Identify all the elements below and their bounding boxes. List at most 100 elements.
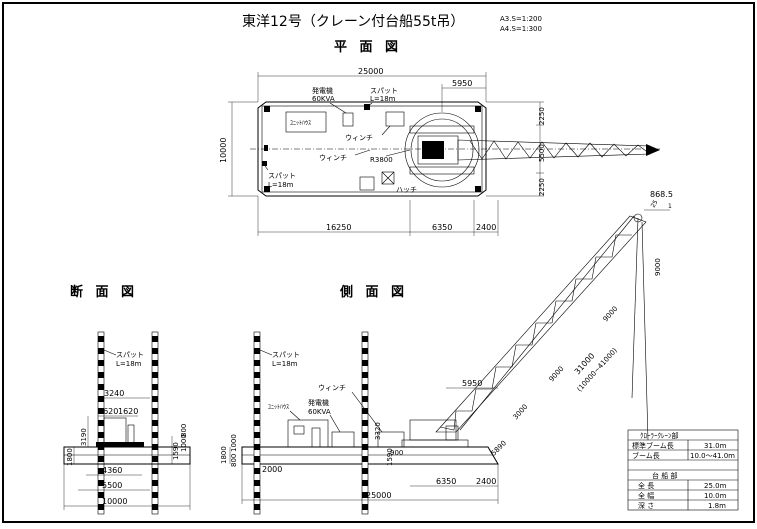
plan-dim-5500: 5500: [538, 144, 546, 162]
plan-hatch: [381, 171, 395, 185]
plan-winch-1-label: ウィンチ: [345, 134, 373, 142]
section-dim-1000: 1000: [180, 434, 188, 452]
side-dim-25000: 25000: [366, 491, 391, 500]
scale-a4: A4.S=1:300: [500, 25, 542, 33]
tip-dim-25: 25: [650, 199, 660, 209]
side-spud-left: [253, 331, 261, 515]
plan-crawler-track: [409, 125, 475, 134]
boom-dim-3000: 3000: [512, 403, 530, 422]
section-dim-3240: 3240: [104, 389, 124, 398]
side-spud-label-1: スパット: [272, 351, 300, 359]
side-dim-5890: 5890: [490, 439, 508, 457]
side-dim-5950: 5950: [462, 379, 482, 388]
plan-bitt: [475, 186, 481, 192]
spec-boom-len-value: 10.0～41.0m: [690, 452, 735, 460]
plan-hatch-label: ハッチ: [396, 186, 417, 194]
plan-dim-2250a: 2250: [538, 107, 546, 125]
plan-dim-overall: 25000: [358, 67, 383, 76]
side-unit-house: [287, 419, 329, 448]
plan-winch-3: [359, 176, 375, 191]
side-winch: [377, 431, 405, 448]
side-view: 側 面 図 スパット L=18m ﾕﾆｯﾄﾊｳｽ 発電機 60KVA ウィンチ: [220, 190, 673, 515]
plan-spud-left: [262, 161, 267, 166]
section-crane-body: [103, 417, 127, 445]
spec-barge-header: 台 船 部: [652, 471, 677, 480]
plan-dim-5950: 5950: [452, 79, 472, 88]
plan-generator: [342, 112, 354, 127]
plan-bitt: [264, 186, 270, 192]
side-dim-800: 800: [230, 454, 238, 467]
plan-crane-house: [422, 141, 444, 159]
plan-dim-width: 10000: [219, 138, 228, 163]
section-spud-right: [151, 331, 159, 515]
plan-generator-label-2: 60KVA: [312, 95, 335, 103]
side-dim-6350: 6350: [436, 477, 456, 486]
side-generator-label-1: 発電機: [308, 398, 329, 407]
boom-dim-9000b: 9000: [602, 305, 620, 324]
section-view: 断 面 図 スパット L=18m 3240 1620 1620 3190 180…: [63, 284, 191, 515]
plan-turning-circle: [404, 112, 480, 188]
tip-dim-1: 1: [668, 203, 672, 210]
side-dim-1800: 1800: [220, 446, 228, 464]
section-dim-1620a: 1620: [98, 407, 118, 416]
section-spud-label-1: スパット: [116, 351, 144, 359]
plan-heading: 平 面 図: [334, 40, 402, 55]
spec-depth-label: 深 さ: [638, 501, 654, 510]
spec-boom-std-value: 31.0m: [704, 442, 727, 450]
boom-dim-9000a: 9000: [548, 365, 566, 384]
side-dim-1590: 1590: [386, 448, 394, 466]
drawing-title: 東洋12号（クレーン付台船55t吊）: [242, 14, 464, 30]
side-spud-label-2: L=18m: [272, 360, 298, 368]
plan-spud-top-label-2: L=18m: [370, 95, 396, 103]
side-winch-label: ウィンチ: [318, 384, 346, 392]
sheet-border: [2, 2, 755, 523]
side-heading: 側 面 図: [339, 284, 408, 300]
plan-deck-outline: [257, 101, 487, 197]
plan-boom: [457, 139, 660, 161]
plan-spud-left-label-2: L=18m: [268, 181, 294, 189]
section-dim-1800: 1800: [66, 448, 74, 466]
side-dim-900: 900: [390, 449, 403, 457]
plan-turning-circle-inner: [410, 118, 474, 182]
spec-boom-std-label: 標準ブーム長: [632, 441, 674, 450]
section-dim-10000: 10000: [102, 497, 127, 506]
plan-unit-house: [285, 111, 327, 133]
side-crane-house: [409, 419, 457, 441]
plan-spud-left-label-1: スパット: [268, 172, 296, 180]
side-boom: [435, 213, 649, 441]
spec-width-label: 全 幅: [638, 491, 654, 500]
section-crawler: [96, 442, 144, 447]
spec-crane-header: ｸﾛｰﾗｰｸﾚｰﾝ部: [640, 431, 679, 440]
plan-dim-2250b: 2250: [538, 178, 546, 196]
plan-bitt: [264, 145, 268, 151]
side-spud-right: [361, 331, 369, 515]
plan-bitt: [475, 106, 481, 112]
side-unit-house-label: ﾕﾆｯﾄﾊｳｽ: [268, 404, 289, 411]
section-crane-cab: [127, 424, 135, 445]
tip-dim-868: 868.5: [650, 190, 673, 199]
side-dim-1000: 1000: [230, 434, 238, 452]
plan-crawler-track: [409, 166, 475, 175]
section-dim-1590: 1590: [172, 442, 180, 460]
side-generator-label-2: 60KVA: [308, 408, 331, 416]
plan-dim-6350: 6350: [432, 223, 452, 232]
side-dim-2400: 2400: [476, 477, 496, 486]
plan-bitt: [264, 106, 270, 112]
section-dim-1620b: 1620: [118, 407, 138, 416]
section-dim-4360: 4360: [102, 466, 122, 475]
section-heading: 断 面 図: [70, 284, 138, 300]
side-hull: [241, 446, 499, 465]
plan-radius: R3800: [370, 156, 393, 164]
boom-dim-9000c: 9000: [654, 258, 662, 276]
side-dim-3320: 3320: [374, 422, 382, 440]
spec-length-value: 25.0m: [704, 482, 727, 490]
plan-winch-1: [385, 111, 405, 127]
side-dim-2000: 2000: [262, 465, 282, 474]
spec-depth-value: 1.8m: [708, 502, 726, 510]
plan-unit-house-label: ﾕﾆｯﾄﾊｳｽ: [290, 120, 311, 127]
spec-width-value: 10.0m: [704, 492, 727, 500]
side-crawler: [401, 439, 469, 448]
spec-boom-len-label: ブーム長: [632, 451, 660, 460]
section-spud-label-2: L=18m: [116, 360, 142, 368]
